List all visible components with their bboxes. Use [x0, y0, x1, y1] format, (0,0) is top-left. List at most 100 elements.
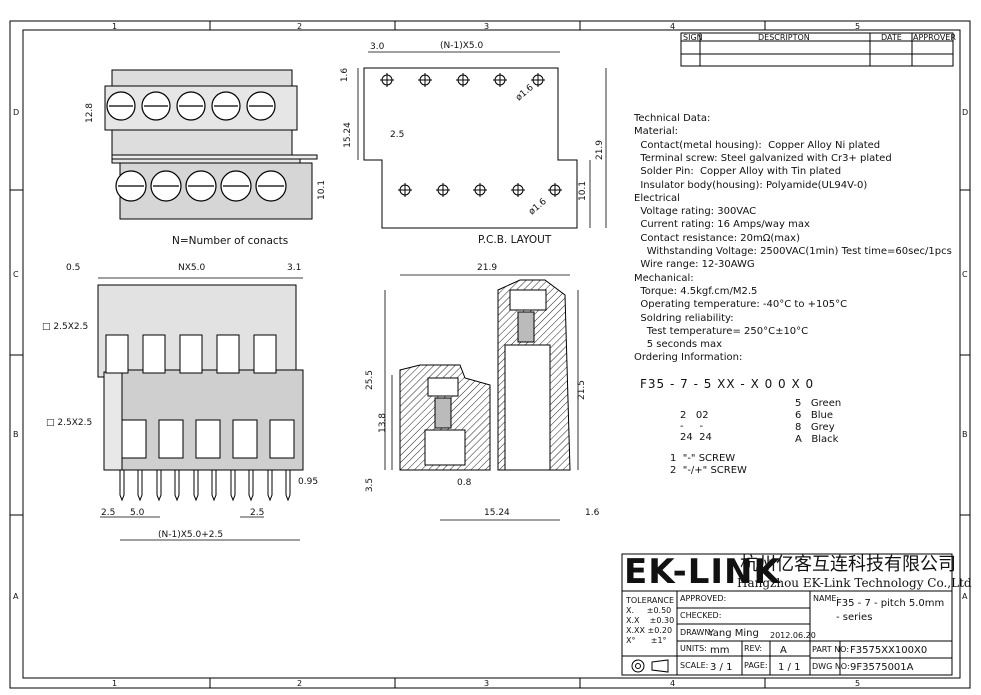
tech-line: Test temperature= 250°C±10°C: [634, 325, 809, 337]
tolerance-item: X. ±0.50: [626, 606, 672, 615]
top-view-screws: [106, 91, 287, 202]
dim-pcb-height: 15.24: [342, 122, 353, 148]
color-option: 6 Blue: [795, 410, 834, 421]
front-view-slots: [105, 334, 295, 459]
dim-side-top: 21.9: [477, 263, 498, 273]
zone-col-2-bottom: 2: [297, 679, 303, 688]
scale-value: 3 / 1: [710, 662, 733, 673]
units-label: UNITS:: [680, 644, 707, 653]
approved-label: APPROVED:: [680, 594, 727, 603]
tech-line: Voltage rating: 300VAC: [634, 206, 757, 218]
solder-pin: [230, 469, 236, 502]
zone-row-d-right: D: [962, 108, 969, 117]
screw-option: 2 "-/+" SCREW: [670, 465, 747, 476]
dwg-no-label: DWG NO:: [812, 662, 850, 671]
tolerance-item: X° ±1°: [626, 636, 667, 645]
dim-side-h2: 13.8: [378, 412, 389, 434]
zone-col-3-bottom: 3: [484, 679, 490, 688]
solder-pin: [137, 469, 143, 502]
zone-col-1: 1: [112, 22, 118, 31]
tolerance-label: TOLERANCE: [626, 596, 675, 605]
wire-slot-upper: [216, 334, 240, 374]
scale-label: SCALE:: [680, 661, 709, 670]
name-value-2: - series: [836, 612, 873, 623]
dim-bottom-span: (N-1)X5.0+2.5: [158, 530, 224, 540]
dim-top-left-height: 12.8: [85, 102, 96, 124]
color-option: 8 Grey: [795, 422, 835, 433]
solder-pin: [156, 469, 162, 502]
drawn-by: Yang Ming: [708, 628, 759, 639]
sheet-border-inner: [22, 29, 961, 679]
tech-line: Technical Data:: [634, 113, 711, 124]
solder-pin: [119, 469, 125, 502]
ways-option: 24 24: [680, 432, 712, 443]
solder-pin: [211, 469, 217, 502]
part-no-label: PART NO:: [812, 645, 850, 654]
tech-line: Current rating: 16 Amps/way max: [634, 219, 810, 231]
rev-header-description: DESCRIPTON: [758, 33, 810, 42]
ordering-code: F35 - 7 - 5 XX - X 0 0 X 0: [640, 377, 815, 391]
company-name-cn: 杭州亿客互连科技有限公司: [740, 554, 956, 575]
dim-front-right: 3.1: [287, 263, 302, 273]
ways-option: - -: [680, 421, 704, 432]
zone-col-1-bottom: 1: [112, 679, 118, 688]
rev-value: A: [780, 645, 787, 656]
dim-square-1-value: 2.5X2.5: [53, 322, 89, 332]
tech-line: Operating temperature: -40°C to +105°C: [634, 299, 848, 311]
color-option: A Black: [795, 434, 839, 445]
tech-line: Terminal screw: Steel galvanized with Cr…: [634, 152, 892, 164]
tech-line: Solder Pin: Copper Alloy with Tin plated: [634, 166, 842, 178]
dim-top-left-height2: 10.1: [317, 179, 328, 201]
dim-side-pin: 3.5: [365, 477, 376, 493]
tolerance-item: X.X ±0.30: [626, 616, 675, 625]
dim-bottom-c: 2.5: [250, 508, 265, 518]
caption-pcb-layout: P.C.B. LAYOUT: [478, 234, 552, 246]
dim-pcb-span: (N-1)X5.0: [440, 41, 484, 51]
pcb-layout: [363, 67, 578, 229]
wire-slot-lower: [158, 419, 184, 459]
dwg-no-value: 9F3575001A: [850, 662, 914, 673]
pcb-holes: [380, 73, 562, 197]
zone-ticks: [10, 21, 970, 688]
tech-line: Contact resistance: 20mΩ(max): [634, 232, 800, 244]
zone-col-5-bottom: 5: [855, 679, 861, 688]
units-value: mm: [710, 645, 730, 656]
tech-line: Electrical: [634, 192, 680, 204]
dim-front-left: 0.5: [66, 263, 81, 273]
tolerance-item: X.XX ±0.20: [626, 626, 673, 635]
tech-line: Ordering Information:: [634, 352, 743, 364]
screw-option: 1 "-" SCREW: [670, 453, 736, 464]
solder-pin: [193, 469, 199, 502]
wire-slot-upper: [179, 334, 203, 374]
zone-row-d: D: [13, 108, 20, 117]
zone-row-c: C: [13, 270, 19, 279]
dim-pcb-total: 21.9: [595, 139, 606, 161]
dim-bottom-b: 5.0: [130, 508, 145, 518]
dim-pcb-pitch-half: 2.5: [390, 130, 405, 140]
tech-line: Soldring reliability:: [634, 312, 734, 324]
zone-row-c-right: C: [962, 270, 968, 279]
drawn-label: DRAWN:: [680, 628, 714, 637]
rev-header-approver: APPROVER: [913, 33, 956, 42]
tech-line: Withstanding Voltage: 2500VAC(1min) Test…: [634, 246, 952, 257]
zone-row-b-right: B: [962, 430, 968, 439]
company-name-en: Hangzhou EK-Link Technology Co.,Ltd: [737, 576, 972, 590]
front-view-pins: [119, 469, 291, 502]
zone-row-a: A: [13, 592, 19, 601]
company-logo: EK-LINK: [624, 552, 781, 592]
dim-pcb-offset: 1.6: [340, 67, 351, 83]
part-no-value: F3575XX100X0: [850, 645, 928, 656]
caption-top-view: N=Number of conacts: [172, 235, 289, 247]
wire-slot-lower: [232, 419, 258, 459]
color-option: 5 Green: [795, 398, 842, 409]
dimension-lines: [98, 51, 607, 541]
wire-slot-lower: [269, 419, 295, 459]
rev-label: REV:: [744, 644, 763, 653]
tech-line: Torque: 4.5kgf.cm/M2.5: [634, 285, 758, 297]
dim-side-h3: 21.5: [577, 379, 588, 401]
zone-col-2: 2: [297, 22, 303, 31]
dim-pcb-lower: 10.1: [578, 180, 589, 202]
wire-slot-lower: [121, 419, 147, 459]
dim-bottom-a: 2.5: [101, 508, 116, 518]
